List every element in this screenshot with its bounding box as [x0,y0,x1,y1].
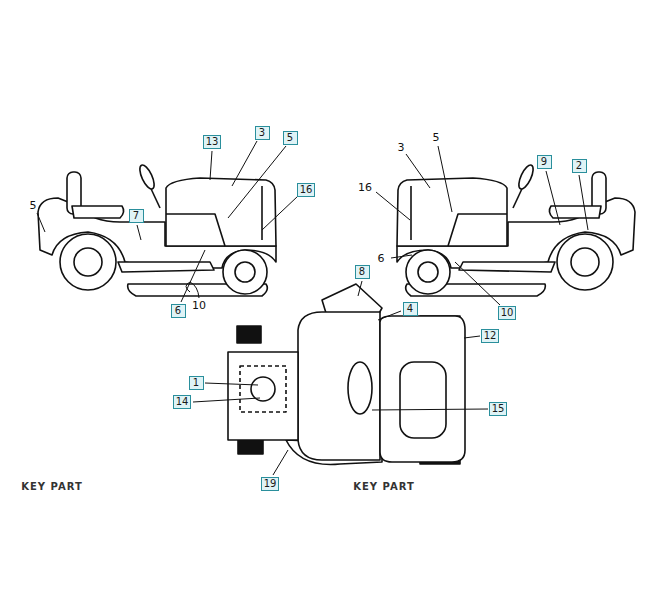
callout-number: 9 [541,156,547,167]
callout-number: 6 [378,252,385,265]
callout-box: 1 [189,376,204,390]
callout-number: 10 [192,299,206,312]
callout-box: 8 [355,265,370,279]
callout-box: 13 [203,135,222,149]
callout-box: 14 [173,395,192,409]
callout-number: 5 [30,199,37,212]
callout-number: 14 [176,396,189,407]
table-heading: KEY PART [21,480,83,493]
callout-number: 3 [398,141,405,154]
callout-number: 12 [484,330,497,341]
callout-box: 9 [537,155,552,169]
callout-number: 4 [407,303,413,314]
callout-box: 15 [489,402,508,416]
callout-box: 16 [297,183,316,197]
callout-number: 3 [259,127,265,138]
callout-box: 2 [572,159,587,173]
callout-number: 5 [433,131,440,144]
table-heading: KEY PART [353,480,415,493]
callout-number: 10 [501,307,514,318]
callout-number: 16 [300,184,313,195]
callout-number: 2 [576,160,582,171]
callout-number: 19 [264,478,277,489]
callout-box: 12 [481,329,500,343]
callout-number: 6 [175,305,181,316]
callout-number: 13 [206,136,219,147]
leader-lines [37,141,588,475]
callout-number: 15 [492,403,505,414]
callout-number: 16 [358,181,372,194]
callout-box: 3 [255,126,270,140]
callout-number: 1 [193,377,199,388]
callout-number: 5 [287,132,293,143]
callout-number: 7 [133,210,139,221]
callout-box: 19 [261,477,280,491]
callout-box: 7 [129,209,144,223]
callout-box: 5 [283,131,298,145]
callout-box: 4 [403,302,418,316]
callout-box: 6 [171,304,186,318]
callout-number: 8 [359,266,365,277]
callout-box: 10 [498,306,517,320]
